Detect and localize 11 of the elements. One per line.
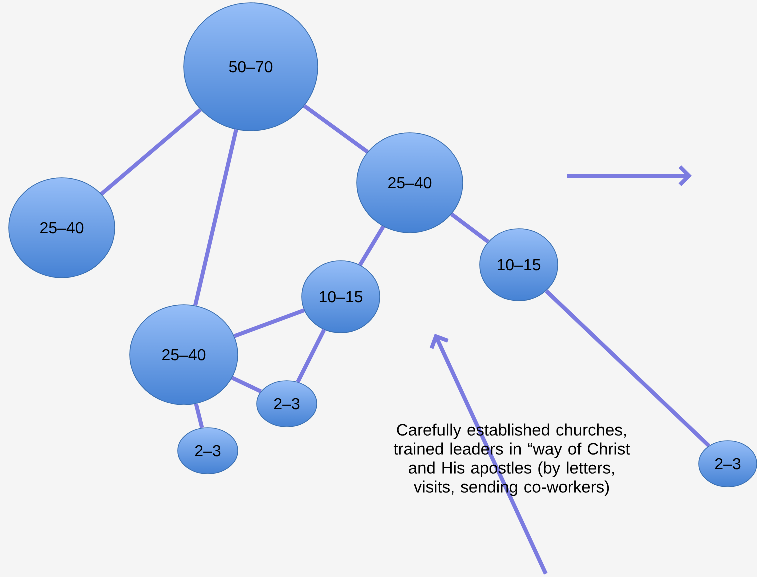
connector-line bbox=[545, 290, 711, 448]
connector-line bbox=[232, 376, 262, 394]
connector-line bbox=[194, 129, 238, 306]
connector-line bbox=[194, 404, 204, 428]
connector-line bbox=[234, 308, 306, 338]
caption-text: Carefully established churches, trained leaders in “way of Christ and His apostles (by letters, visits, sending co-workers) bbox=[394, 424, 630, 496]
connector-line bbox=[450, 212, 490, 244]
connector-line bbox=[100, 108, 202, 196]
connector-line bbox=[358, 226, 386, 266]
connector-line bbox=[296, 329, 326, 384]
connector-line bbox=[303, 104, 369, 154]
